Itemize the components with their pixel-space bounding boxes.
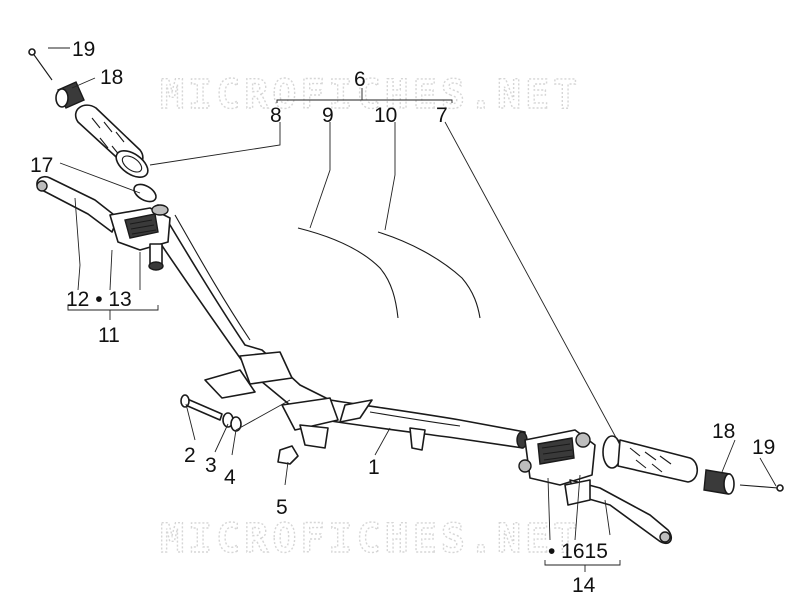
callout-3: 3: [205, 454, 217, 477]
bracket-11: [67, 305, 159, 320]
callout-19-left: 19: [72, 38, 95, 61]
throttle-cable-b: [377, 231, 481, 319]
right-grip: [602, 435, 699, 483]
callout-9: 9: [322, 104, 334, 127]
callout-4: 4: [224, 466, 236, 489]
mounting-bolt-set: [180, 394, 299, 465]
left-grip: [74, 104, 149, 178]
watermark-top: MICROFICHES.NET: [160, 72, 581, 118]
callout-18-left: 18: [100, 66, 123, 89]
right-bar-end: [703, 469, 784, 495]
left-bar-end: [28, 48, 85, 109]
callout-16-15: • 1615: [548, 540, 608, 563]
handlebar-tube: [147, 204, 528, 451]
callout-10: 10: [374, 104, 397, 127]
callout-6: 6: [354, 68, 366, 91]
callout-14: 14: [572, 574, 596, 597]
callout-12-13: 12 • 13: [66, 288, 132, 311]
callout-17: 17: [30, 154, 53, 177]
callout-19-right: 19: [752, 436, 775, 459]
callout-5: 5: [276, 496, 288, 519]
callout-2: 2: [184, 444, 196, 467]
callout-18-right: 18: [712, 420, 735, 443]
bracket-6: [276, 88, 453, 103]
left-washer: [133, 183, 157, 203]
callout-1: 1: [368, 456, 380, 479]
throttle-cable-a: [297, 227, 399, 319]
callout-7: 7: [436, 104, 448, 127]
callout-11: 11: [98, 324, 120, 347]
watermark-bottom: MICROFICHES.NET: [160, 516, 581, 562]
right-brake-assembly: [518, 429, 673, 545]
callout-8: 8: [270, 104, 282, 127]
leader-lines: [48, 47, 777, 541]
left-brake-assembly: [36, 175, 171, 271]
bracket-14: [544, 560, 621, 572]
